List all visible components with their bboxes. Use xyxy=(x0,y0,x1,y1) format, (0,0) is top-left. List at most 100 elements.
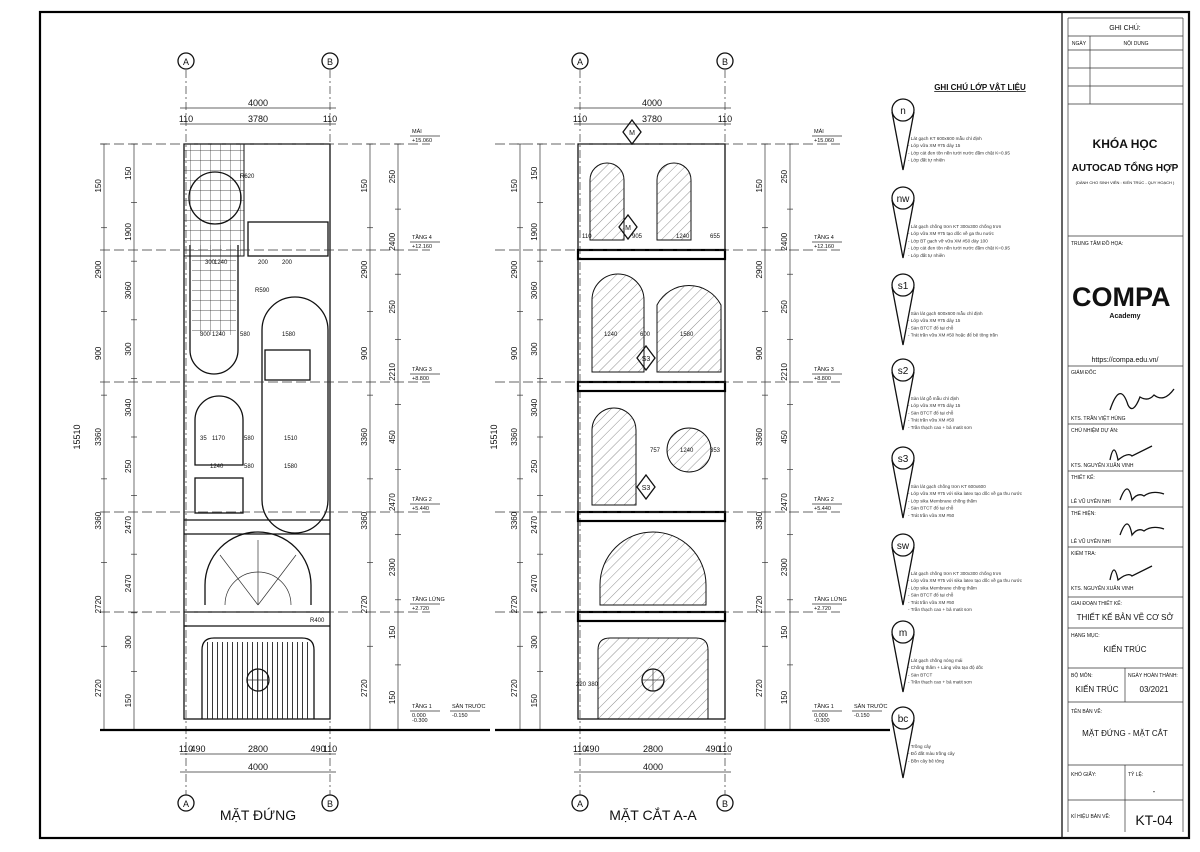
dim-chain-value: 1900 xyxy=(530,222,539,240)
facade-dim: 200 xyxy=(282,260,293,266)
level-marker: SÂN TRƯỚC-0.150 xyxy=(450,703,485,719)
dim-wall: 110 xyxy=(718,114,732,124)
level-marker: TẦNG 3+8.800 xyxy=(812,366,842,382)
level-value: +12.160 xyxy=(412,244,432,250)
grid-bubble-b-bottom xyxy=(716,794,734,812)
dim-chain-value: 300 xyxy=(530,342,539,356)
pm-label: CHỦ NHIỆM DỰ ÁN: xyxy=(1071,426,1118,434)
level-value: +5.440 xyxy=(814,506,831,512)
dim-chain-value: 2900 xyxy=(755,260,764,278)
level-name: TẦNG LỬNG xyxy=(412,596,445,603)
dim-chain-value: 3360 xyxy=(94,511,103,529)
facade-view: A B A B 4000 110 3780 110 xyxy=(177,52,339,823)
section-tag xyxy=(636,344,656,372)
dim-chain-value: 2210 xyxy=(780,362,789,380)
phase-value: THIẾT KẾ BẢN VẼ CƠ SỞ xyxy=(1077,612,1174,622)
dim-chain-value: 2470 xyxy=(124,574,133,592)
pm-signature xyxy=(1109,445,1153,462)
dim-chain-value: 2470 xyxy=(388,493,397,511)
grid-bubble-a-top xyxy=(571,52,589,70)
notes-title: GHI CHÚ LỚP VẬT LIỆU xyxy=(934,83,1026,92)
dim-chain-value: 3360 xyxy=(360,511,369,529)
dim-chain-value: 3060 xyxy=(530,281,539,299)
grid-label-b: B xyxy=(722,57,728,67)
drawing-name-value: MẶT ĐỨNG - MẶT CẮT xyxy=(1082,729,1168,738)
facade-dim: 300 xyxy=(205,260,216,266)
director-label: GIÁM ĐỐC xyxy=(1071,369,1097,376)
grid-bubble-a-top xyxy=(177,52,195,70)
material-code: s1 xyxy=(898,281,909,292)
level-value: 0.000 xyxy=(814,713,828,719)
level-value: -0.150 xyxy=(452,713,468,719)
section-tag-label: S3 xyxy=(642,356,651,363)
drawn-signature xyxy=(1119,523,1165,537)
dim-chain-value: 150 xyxy=(530,693,539,707)
section-dim: 1580 xyxy=(680,332,694,338)
material-note-line: - Lớp vữa XM #75 với sika latex tạo dốc … xyxy=(908,491,1023,496)
dim-chain-value: 2300 xyxy=(780,558,789,576)
dim-chain-value: 2720 xyxy=(94,595,103,613)
section-tag xyxy=(636,473,656,501)
level-marker: TẦNG LỬNG+2.720 xyxy=(410,596,445,612)
notes-col-date: NGÀY xyxy=(1072,40,1087,47)
grid-label-a: A xyxy=(183,57,189,67)
material-note: s1- Sàn lát gạch 600x600 mẫu chỉ định- L… xyxy=(891,273,998,346)
course-line1: KHÓA HỌC xyxy=(1093,136,1158,151)
material-note-line: - Sàn BTCT đổ tại chỗ xyxy=(908,324,954,330)
grid-bubble-a-bottom xyxy=(571,794,589,812)
facade-dim: 1580 xyxy=(284,464,298,470)
material-code: nw xyxy=(897,194,911,205)
course-subtitle: (DÀNH CHO SINH VIÊN : KIẾN TRÚC - QUY HO… xyxy=(1076,180,1175,185)
dim-bottom: 110 xyxy=(179,744,193,754)
material-note: sw- Lát gạch chống trơn KT 300x300 chống… xyxy=(891,533,1023,612)
dim-chain-value: 2900 xyxy=(510,260,519,278)
dim-chain-value: 3040 xyxy=(530,398,539,416)
material-note-line: - Sàn lát gạch 600x600 mẫu chỉ định xyxy=(908,310,983,316)
dim-bottom: 2800 xyxy=(248,744,268,754)
dim-chain-value: 250 xyxy=(388,300,397,314)
level-name: TẦNG 3 xyxy=(814,366,834,373)
dim-chain-value: 2900 xyxy=(360,260,369,278)
dim-chain-value: 150 xyxy=(360,179,369,193)
section-dim: 757 xyxy=(650,448,661,454)
material-note-line: - Lớp vữa XM #75 dày 15 xyxy=(908,403,961,408)
scale-label: TỶ LỆ: xyxy=(1128,770,1143,778)
date-label: NGÀY HOÀN THÀNH: xyxy=(1128,672,1178,679)
dim-chain-value: 3360 xyxy=(94,428,103,446)
level-name: MÁI xyxy=(412,128,422,135)
material-code: bc xyxy=(898,714,909,725)
drawn-label: THỂ HIỆN: xyxy=(1071,509,1096,517)
date-value: 03/2021 xyxy=(1140,685,1169,694)
pm-name: KTS. NGUYỄN XUÂN VINH xyxy=(1071,462,1134,469)
facade-dim: 580 xyxy=(244,436,255,442)
scale-value: - xyxy=(1153,787,1156,796)
dim-bottom: 490 xyxy=(705,744,720,754)
material-code: s2 xyxy=(898,366,909,377)
material-note-line: - Lớp cát đen tôn nền tưới nước đầm chặt… xyxy=(908,246,1010,251)
dim-chain-value: 250 xyxy=(780,300,789,314)
level-lines xyxy=(100,143,840,613)
dim-wall: 110 xyxy=(323,114,337,124)
level-marker: MÁI+15.060 xyxy=(812,128,842,144)
material-note-line: - Trát trần vữa XM #50 xyxy=(908,600,955,605)
level-name: TẦNG 1 xyxy=(814,703,834,710)
section-dim: 655 xyxy=(710,234,721,240)
section-tag xyxy=(618,213,638,241)
dim-chain-value: 300 xyxy=(530,635,539,649)
material-note-line: - Lát gạch chống trơn KT 300x300 chống t… xyxy=(908,224,1002,229)
level-value: -0.150 xyxy=(854,713,870,719)
section-dim: 353 xyxy=(710,448,721,454)
material-note-line: - Lát gạch chống trơn KT 300x300 chống t… xyxy=(908,571,1002,576)
title-block-frame xyxy=(1061,11,1190,839)
dim-inner: 3780 xyxy=(642,114,662,124)
check-name: KTS. NGUYỄN XUÂN VINH xyxy=(1071,585,1134,592)
design-label: THIẾT KẾ: xyxy=(1071,474,1095,481)
grid-bubble-a-bottom xyxy=(177,794,195,812)
dim-chain-value: 2470 xyxy=(530,574,539,592)
material-note-line: - Lớp vữa XM #75 với sika latex tạo dốc … xyxy=(908,578,1023,583)
material-note-line: - Đổ đất màu trồng cây xyxy=(908,750,955,756)
section-tag-label: M xyxy=(625,225,631,232)
facade-dim: 580 xyxy=(244,464,255,470)
grid-bubble-b-bottom xyxy=(321,794,339,812)
